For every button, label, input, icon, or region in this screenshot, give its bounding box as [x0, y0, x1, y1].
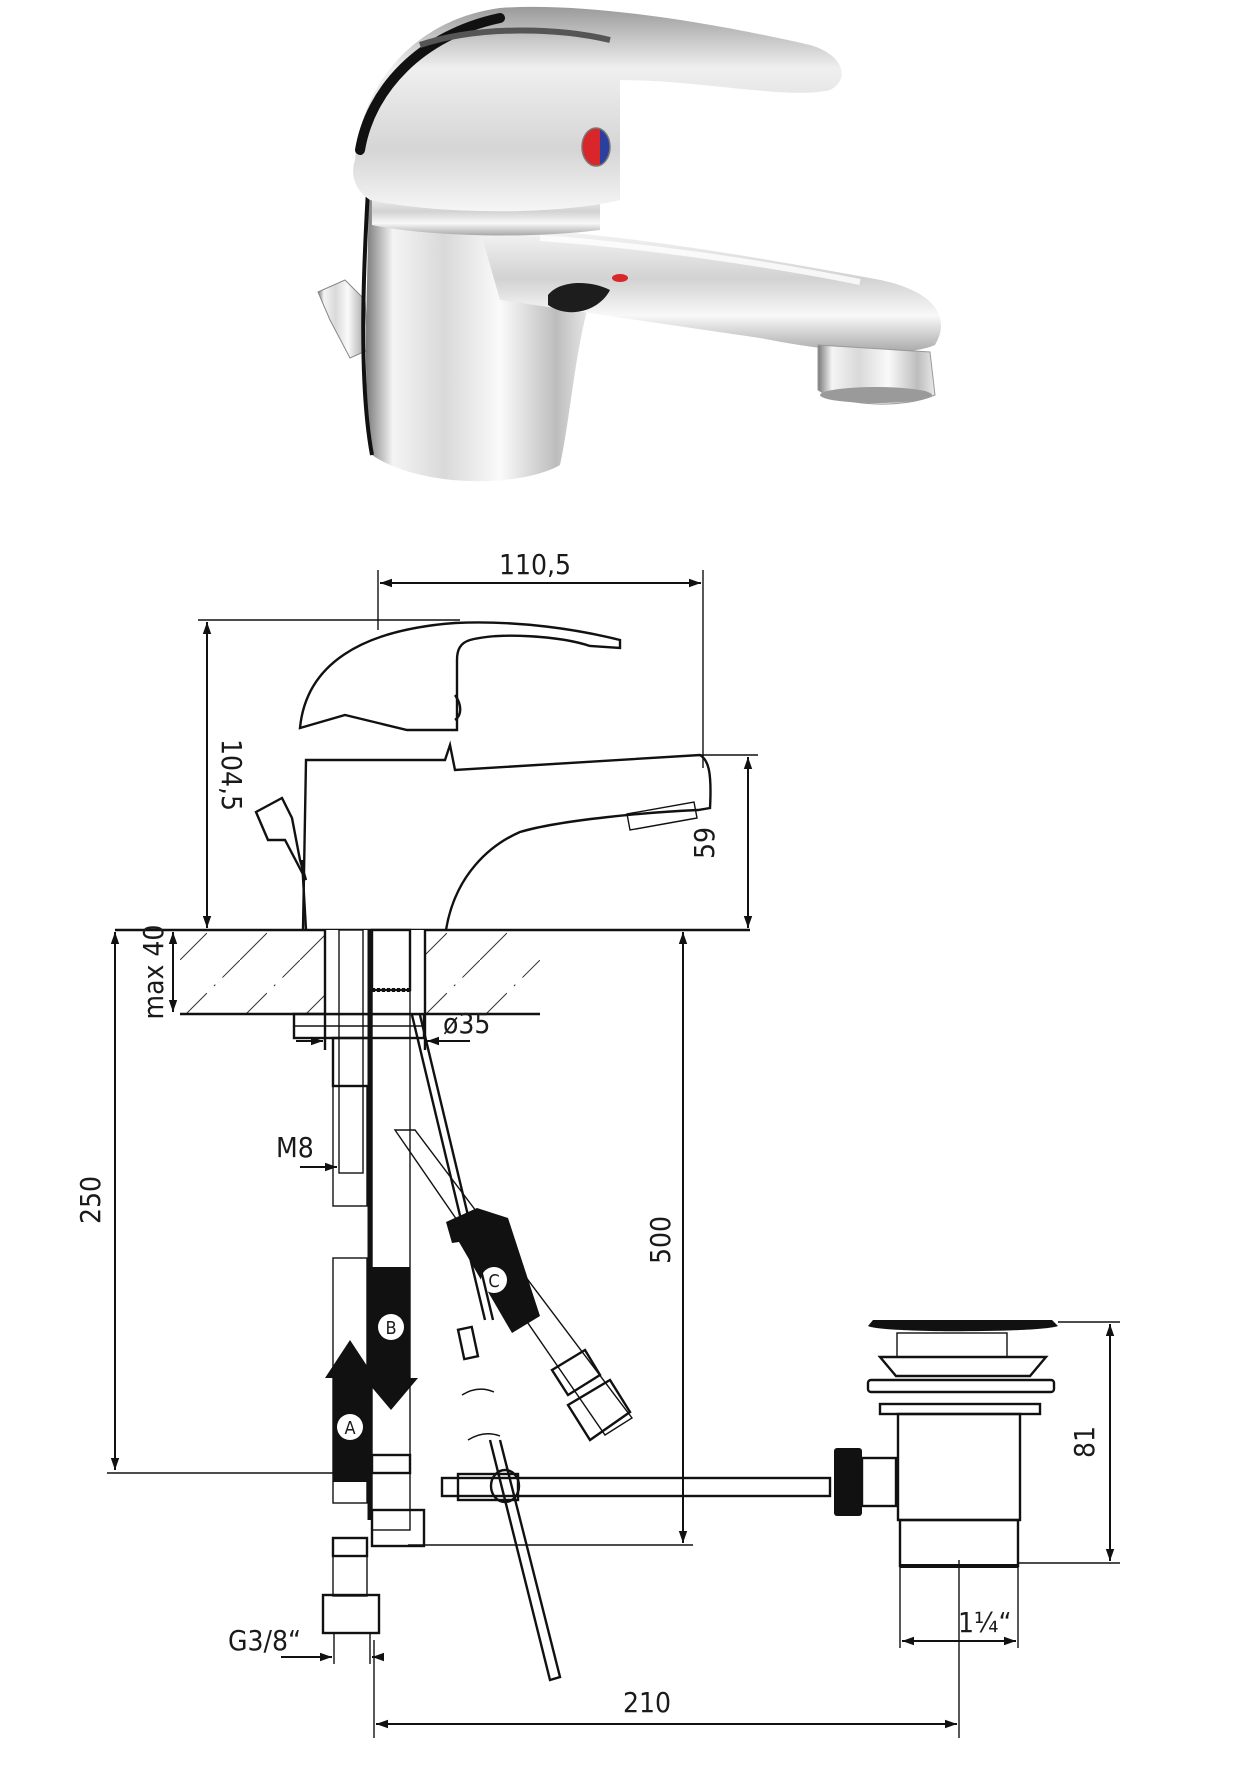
hose-c-label: C [488, 1271, 499, 1292]
dimension-annotations: 110,5 104,5 59 max 40 ø35 M8 250 500 81 [74, 548, 1120, 1738]
hose-a-label: A [344, 1418, 355, 1439]
hot-cold-indicator-icon [581, 127, 611, 167]
dim-spout-height: 59 [688, 827, 721, 859]
hose-b-flow-arrow: B [364, 1267, 418, 1410]
dim-waste-thread: 1¼“ [958, 1606, 1011, 1639]
dim-waste-height: 81 [1068, 1426, 1101, 1458]
pop-up-waste-assembly [410, 1014, 1058, 1682]
hose-b-label: B [385, 1318, 396, 1339]
dim-hose-length: 500 [644, 1216, 677, 1264]
dim-max-deck-thickness: max 40 [137, 925, 170, 1020]
dim-stud-thread: M8 [276, 1131, 314, 1164]
dim-supply-connection: G3/8“ [228, 1624, 301, 1657]
supply-hoses: A B C [321, 928, 634, 1635]
dim-overall-height: 104,5 [215, 739, 248, 811]
faucet-side-view [115, 621, 750, 1174]
dim-rod-length: 250 [74, 1176, 107, 1224]
hose-a-flow-arrow: A [325, 1340, 375, 1482]
dim-waste-offset: 210 [623, 1686, 671, 1719]
dim-mounting-hole: ø35 [443, 1007, 490, 1040]
product-photo [317, 6, 942, 482]
hose-c-flow-arrow: C [446, 1208, 540, 1333]
dim-spout-reach: 110,5 [499, 548, 571, 581]
